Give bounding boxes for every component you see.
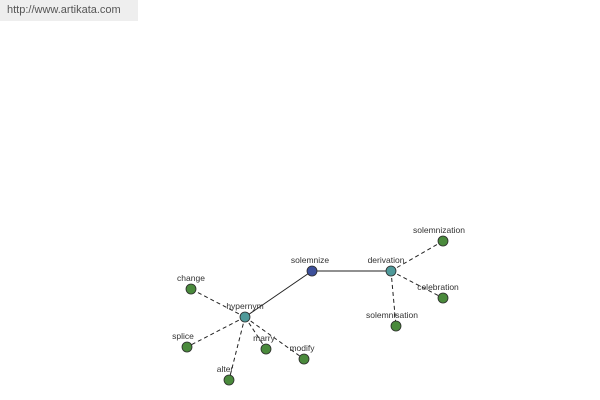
- site-url-link[interactable]: http://www.artikata.com: [7, 4, 121, 16]
- labels-layer: solemnize hypernym derivation change splice a…: [172, 225, 465, 374]
- term-label-change[interactable]: change: [177, 273, 205, 283]
- edge-derivation-celebration: [390, 270, 444, 299]
- edge-derivation-solemnisation: [390, 270, 397, 327]
- term-node-change[interactable]: [185, 283, 197, 295]
- term-label-marry[interactable]: marry: [253, 333, 275, 343]
- term-label-solemnisation[interactable]: solemnisation: [366, 310, 418, 320]
- term-node-solemnisation[interactable]: [390, 320, 402, 332]
- relation-node-hypernym[interactable]: [239, 311, 251, 323]
- center-label-solemnize[interactable]: solemnize: [291, 255, 330, 265]
- edge-hypernym-alter: [228, 316, 246, 381]
- term-label-alter[interactable]: alter: [217, 364, 234, 374]
- term-node-celebration[interactable]: [437, 292, 449, 304]
- relation-node-derivation[interactable]: [385, 265, 397, 277]
- edge-hypernym-modify: [244, 316, 305, 360]
- center-node-solemnize[interactable]: [306, 265, 318, 277]
- term-label-solemnization[interactable]: solemnization: [413, 225, 465, 235]
- edge-hypernym-change: [190, 288, 246, 318]
- edge-hypernym-marry: [244, 316, 267, 350]
- relation-label-derivation[interactable]: derivation: [368, 255, 405, 265]
- edges-layer: [186, 240, 444, 381]
- term-label-splice[interactable]: splice: [172, 331, 194, 341]
- term-label-modify[interactable]: modify: [289, 343, 315, 353]
- term-node-modify[interactable]: [298, 353, 310, 365]
- term-node-splice[interactable]: [181, 341, 193, 353]
- edge-solemnize-hypernym: [244, 270, 313, 318]
- relation-label-hypernym[interactable]: hypernym: [226, 301, 263, 311]
- term-node-marry[interactable]: [260, 343, 272, 355]
- term-node-solemnization[interactable]: [437, 235, 449, 247]
- url-bar: http://www.artikata.com: [0, 0, 138, 21]
- term-label-celebration[interactable]: celebration: [417, 282, 459, 292]
- nodes-layer: [181, 235, 449, 386]
- edge-hypernym-splice: [186, 316, 246, 348]
- edge-derivation-solemnization: [390, 240, 444, 272]
- term-node-alter[interactable]: [223, 374, 235, 386]
